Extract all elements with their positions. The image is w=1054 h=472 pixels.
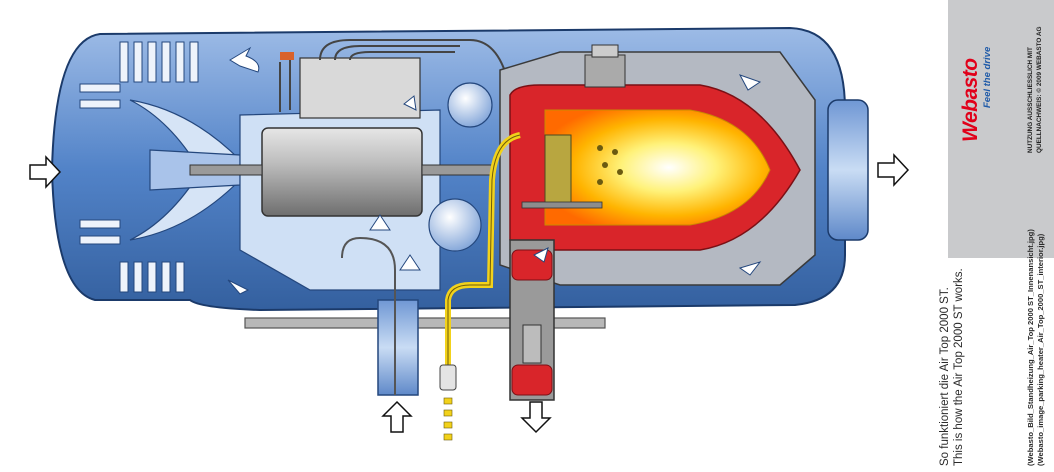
hollow-arrow-down-icon bbox=[520, 401, 552, 434]
caption: So funktioniert die Air Top 2000 ST. Thi… bbox=[938, 206, 966, 466]
pressure-sphere-bottom bbox=[428, 198, 482, 252]
control-unit bbox=[299, 57, 421, 119]
motor-shaft-right bbox=[421, 164, 493, 176]
glow-plug bbox=[521, 201, 603, 209]
exhaust-red-bottom bbox=[511, 364, 553, 396]
fuel-drops bbox=[443, 397, 453, 441]
flame bbox=[544, 109, 771, 226]
intake-cable bbox=[341, 236, 396, 395]
pressure-sphere-top bbox=[447, 82, 493, 128]
filename-de: (Webasto_Bild_Standheizung_Air_Top 2000 … bbox=[1026, 229, 1035, 466]
caption-line-de: So funktioniert die Air Top 2000 ST. bbox=[939, 287, 951, 466]
wiring-harness bbox=[279, 39, 511, 112]
logo-band bbox=[948, 0, 1054, 258]
webasto-logo: Webasto Feel the drive bbox=[959, 2, 993, 142]
outlet-pipe bbox=[827, 99, 869, 241]
fuel-line-outline bbox=[447, 134, 521, 390]
inlet-grille bbox=[79, 41, 199, 293]
fuse-connector bbox=[280, 52, 294, 60]
airflow-arrows bbox=[227, 46, 762, 295]
filename-en: (Webasto_image_parking_heater_Air_Top_20… bbox=[1036, 233, 1045, 466]
heater-cutaway-illustration bbox=[29, 26, 910, 441]
image-filenames: (Webasto_Bild_Standheizung_Air_Top 2000 … bbox=[1026, 204, 1046, 466]
usage-note-line-2: QUELLNACHWEIS: © 2009 WEBASTO AG bbox=[1036, 26, 1043, 154]
hollow-arrow-right-icon bbox=[29, 155, 62, 189]
usage-note: NUTZUNG AUSSCHLIESSLICH MIT QUELLNACHWEI… bbox=[1026, 0, 1044, 154]
overheat-sensor bbox=[584, 54, 626, 88]
burner-insert bbox=[544, 134, 572, 208]
usage-note-line-1: NUTZUNG AUSSCHLIESSLICH MIT bbox=[1027, 47, 1034, 153]
mounting-plate bbox=[244, 317, 606, 329]
hollow-arrow-up-icon bbox=[381, 400, 413, 433]
motor-shaft bbox=[189, 164, 263, 176]
overheat-sensor-cap bbox=[591, 44, 619, 58]
hollow-arrow-right-icon bbox=[877, 153, 910, 187]
fuel-pipe-end bbox=[439, 364, 457, 391]
exhaust-screw bbox=[522, 324, 542, 364]
caption-line-en: This is how the Air Top 2000 ST works. bbox=[953, 268, 965, 466]
electric-motor bbox=[261, 127, 423, 217]
logo-wordmark: Webasto bbox=[959, 58, 982, 142]
logo-tagline: Feel the drive bbox=[982, 46, 993, 108]
combustion-air-intake bbox=[377, 299, 419, 396]
burner-holes bbox=[597, 145, 623, 185]
